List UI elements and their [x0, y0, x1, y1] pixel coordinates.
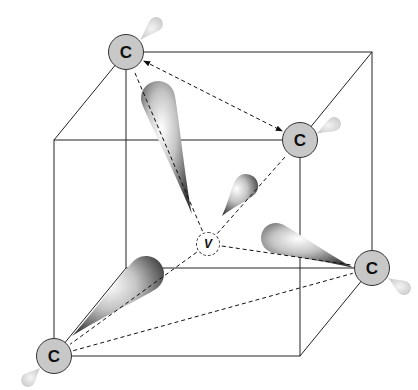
- carbon-atom: C: [354, 250, 390, 286]
- outer-lobe: [21, 368, 40, 387]
- vacancy-site: V: [196, 232, 220, 256]
- carbon-atom: C: [282, 122, 318, 158]
- bond-lobe: [72, 256, 164, 336]
- carbon-atom: C: [108, 34, 144, 70]
- bond-connector: [222, 246, 352, 265]
- bond-connector: [217, 155, 286, 234]
- bond-lobe: [222, 174, 258, 216]
- atom-label: C: [366, 260, 378, 277]
- cube-edges: [54, 52, 372, 356]
- dangling-bond-lobes: [21, 17, 411, 387]
- outer-lobe: [316, 117, 341, 134]
- outer-lobe: [388, 278, 411, 295]
- atom-label: C: [48, 348, 60, 365]
- atom-label: C: [120, 44, 132, 61]
- bond-connector: [144, 61, 282, 131]
- carbon-atom: C: [36, 338, 72, 374]
- bond-lobe: [261, 223, 354, 268]
- bond-connector: [134, 70, 203, 231]
- outer-lobe: [140, 17, 163, 40]
- bond-connector: [70, 252, 197, 344]
- atom-label: C: [294, 132, 306, 149]
- vacancy-label: V: [204, 238, 212, 250]
- bond-connector: [73, 273, 352, 350]
